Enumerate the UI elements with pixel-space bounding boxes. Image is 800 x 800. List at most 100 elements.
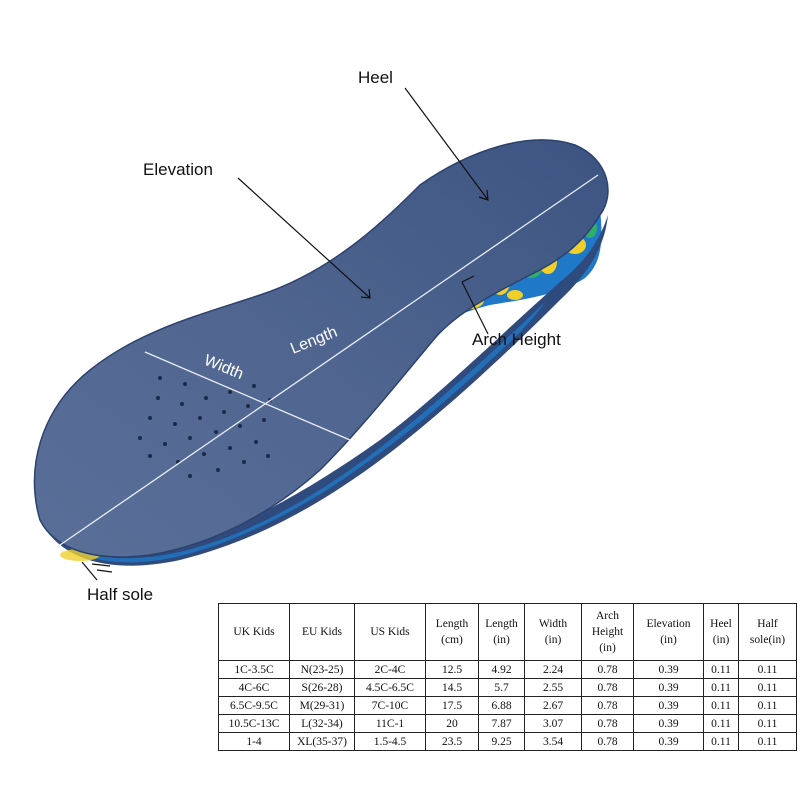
header-elevation-in: Elevation (in)	[633, 603, 704, 661]
table-cell: 17.5	[425, 696, 479, 715]
header-width-in: Width (in)	[524, 603, 582, 661]
table-cell: 0.11	[738, 660, 797, 679]
table-cell: 6.5C-9.5C	[218, 696, 290, 715]
table-cell: 0.11	[738, 696, 797, 715]
header-line: US Kids	[370, 626, 410, 638]
table-cell: 12.5	[425, 660, 479, 679]
half-sole-callout: Half sole	[87, 585, 154, 604]
half-sole-tick-a	[91, 563, 111, 567]
table-cell: 2.67	[524, 696, 582, 715]
table-cell: 0.39	[633, 714, 704, 733]
table-cell: 0.78	[581, 678, 634, 697]
table-cell: 2.55	[524, 678, 582, 697]
table-cell: 9.25	[478, 732, 525, 751]
arch-height-callout: Arch Height	[472, 330, 561, 349]
table-cell: 0.78	[581, 660, 634, 679]
table-cell: 3.07	[524, 714, 582, 733]
arch-height-arrow	[461, 281, 489, 335]
header-line: (cm)	[441, 634, 463, 646]
heel-arrowhead	[478, 189, 489, 201]
table-cell: 0.11	[703, 678, 739, 697]
table-cell: 0.11	[703, 732, 739, 751]
table-cell: 4.5C-6.5C	[354, 678, 426, 697]
table-cell: 4C-6C	[218, 678, 290, 697]
header-us-kids: US Kids	[354, 603, 426, 661]
arch-height-pointer	[461, 275, 475, 283]
header-line: Height	[591, 626, 624, 638]
table-cell: XL(35-37)	[289, 732, 355, 751]
insole-top-surface	[33, 139, 609, 558]
callout-arrows	[81, 87, 489, 581]
size-chart-table: UK Kids EU Kids US Kids Length(cm) Lengt…	[218, 603, 797, 751]
header-line: Heel	[710, 618, 732, 630]
elevation-arrowhead	[360, 288, 371, 299]
header-heel-in: Heel (in)	[703, 603, 739, 661]
elevation-callout: Elevation	[143, 160, 213, 179]
table-cell: 6.88	[478, 696, 525, 715]
table-cell: 14.5	[425, 678, 479, 697]
table-cell: 0.78	[581, 714, 634, 733]
header-line: EU Kids	[302, 626, 342, 638]
table-cell: 23.5	[425, 732, 479, 751]
table-cell: 20	[425, 714, 479, 733]
table-cell: 0.39	[633, 732, 704, 751]
header-line: Half	[757, 618, 778, 630]
table-cell: 0.11	[738, 714, 797, 733]
elevation-arrow	[237, 177, 371, 299]
header-line: (in)	[493, 634, 510, 646]
table-cell: 0.78	[581, 732, 634, 751]
table-cell: 0.78	[581, 696, 634, 715]
table-cell: 0.39	[633, 678, 704, 697]
header-line: (in)	[599, 642, 616, 654]
table-cell: 0.11	[738, 678, 797, 697]
table-cell: 4.92	[478, 660, 525, 679]
table-cell: 0.11	[703, 696, 739, 715]
table-cell: 0.11	[703, 714, 739, 733]
header-line: sole(in)	[749, 634, 786, 646]
header-line: Length	[485, 618, 518, 630]
table-cell: 1-4	[218, 732, 290, 751]
table-cell: 7C-10C	[354, 696, 426, 715]
header-length-cm: Length (cm)	[425, 603, 479, 661]
table-cell: 10.5C-13C	[218, 714, 290, 733]
half-sole-tick-b	[96, 569, 113, 573]
table-cell: 11C-1	[354, 714, 426, 733]
header-line: Elevation	[646, 618, 691, 630]
table-cell: L(32-34)	[289, 714, 355, 733]
header-line: (in)	[660, 634, 677, 646]
header-line: Arch	[596, 610, 619, 622]
length-guide-line	[59, 174, 599, 546]
table-cell: 2C-4C	[354, 660, 426, 679]
table-cell: M(29-31)	[289, 696, 355, 715]
header-line: Length	[435, 618, 469, 630]
table-cell: 1.5-4.5	[354, 732, 426, 751]
header-line: (in)	[712, 634, 730, 646]
width-guide-line	[144, 351, 351, 441]
table-cell: 0.39	[633, 660, 704, 679]
header-line: (in)	[544, 634, 562, 646]
header-length-in: Length (in)	[478, 603, 525, 661]
table-cell: 7.87	[478, 714, 525, 733]
half-sole-arrow	[81, 561, 98, 581]
table-cell: 0.11	[738, 732, 797, 751]
table-cell: 1C-3.5C	[218, 660, 290, 679]
header-half-sole-in: Half sole(in)	[738, 603, 797, 661]
heel-arrow	[404, 87, 489, 201]
header-eu-kids: EU Kids	[289, 603, 355, 661]
insole-edge	[40, 215, 608, 566]
table-cell: 2.24	[524, 660, 582, 679]
header-line: Width	[538, 618, 568, 630]
heel-callout: Heel	[358, 68, 393, 87]
table-cell: 3.54	[524, 732, 582, 751]
table-cell: 0.39	[633, 696, 704, 715]
table-header-row: UK Kids EU Kids US Kids Length(cm) Lengt…	[218, 603, 797, 661]
table-cell: 0.11	[703, 660, 739, 679]
